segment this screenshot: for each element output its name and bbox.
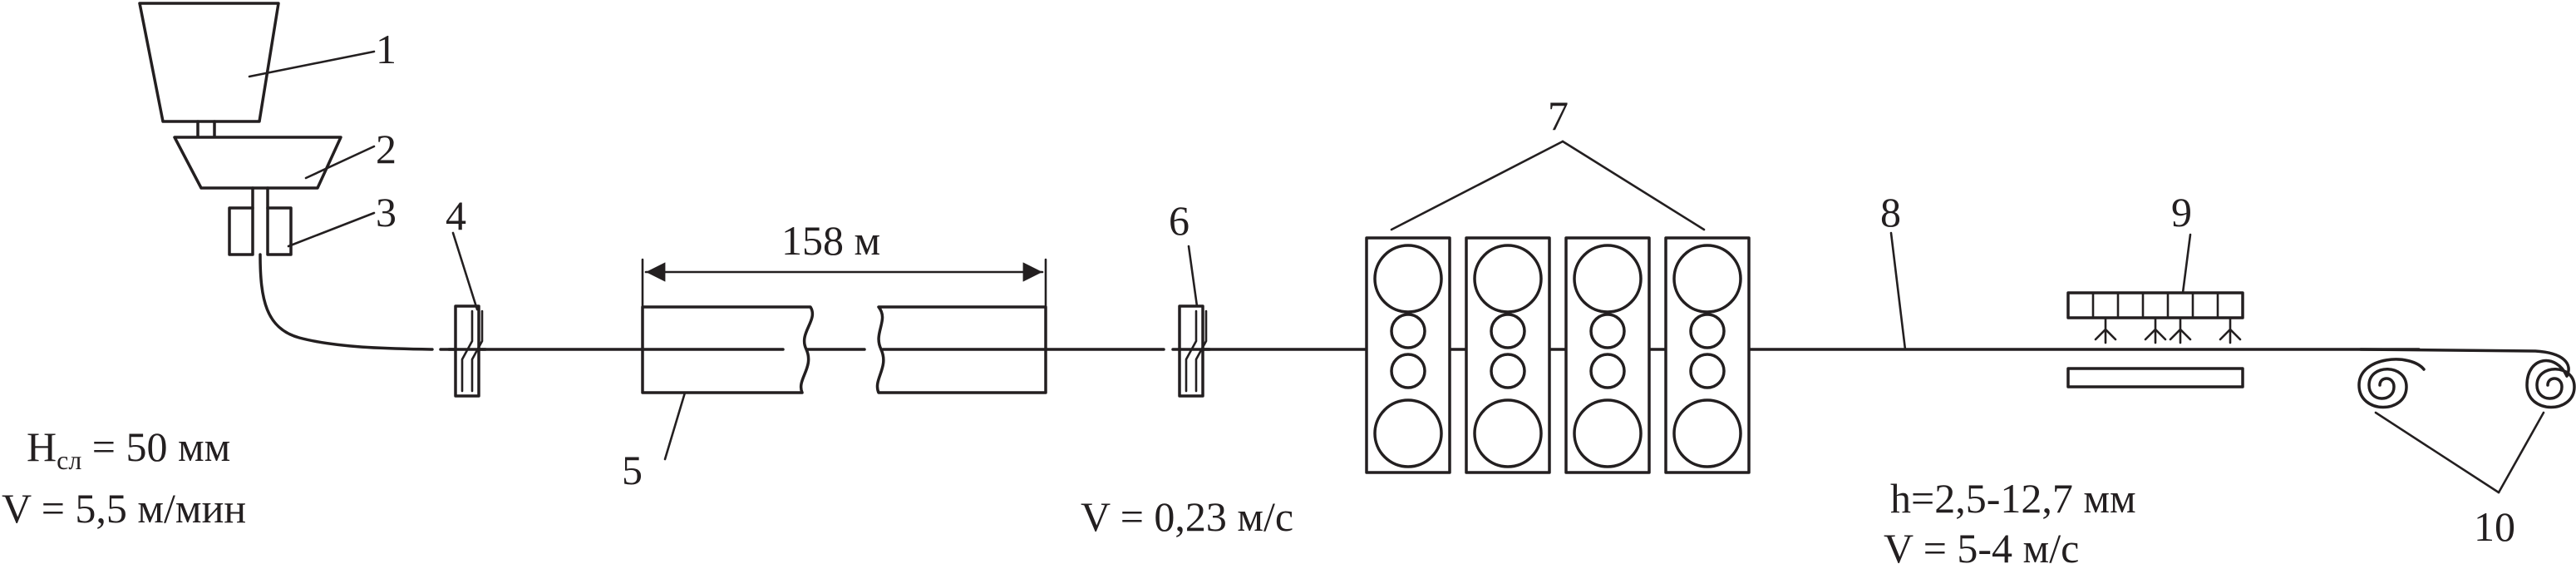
spray-nozzles	[2094, 316, 2242, 344]
shear-unit-6	[1171, 304, 1211, 398]
label-6: 6	[1169, 197, 1189, 244]
slab-thickness-subscript: сл	[57, 445, 81, 475]
label-1: 1	[376, 26, 396, 72]
rolling-stands-unit-7	[1365, 236, 1751, 474]
cooling-unit-9	[2066, 291, 2244, 388]
label-7: 7	[1548, 92, 1569, 139]
label-9: 9	[2171, 189, 2192, 235]
label-5: 5	[622, 447, 643, 493]
label-4: 4	[446, 192, 466, 239]
tundish-unit-2	[173, 136, 342, 210]
slab-thickness-value: = 50 мм	[81, 423, 230, 470]
rolling-stand	[1564, 236, 1651, 474]
leader-lines	[248, 50, 2545, 494]
mould-unit-3	[228, 206, 293, 256]
furnace-length-label: 158 м	[781, 217, 880, 264]
rolling-stand	[1465, 236, 1551, 474]
ladle-unit-1	[138, 2, 280, 138]
cast-strand	[259, 253, 434, 351]
label-10: 10	[2474, 503, 2515, 550]
slab-thickness-symbol: H	[27, 423, 57, 470]
mill-entry-speed-label: V = 0,23 м/с	[1081, 493, 1293, 540]
label-3: 3	[376, 189, 396, 235]
strip-speed-label: V = 5-4 м/с	[1884, 525, 2079, 569]
tunnel-furnace-unit-5	[641, 305, 1047, 394]
furnace-length-dimension	[641, 258, 1047, 309]
rolling-stand	[1664, 236, 1751, 474]
rolling-stand	[1365, 236, 1451, 474]
strip-thickness-label: h=2,5-12,7 мм	[1890, 475, 2136, 522]
slab-thickness-label: Hсл = 50 мм	[27, 423, 230, 475]
label-2: 2	[376, 126, 396, 172]
shear-unit-4	[447, 304, 487, 398]
label-8: 8	[1880, 189, 1901, 235]
coilers-unit-10	[2357, 358, 2576, 409]
caster-speed-label: V = 5,5 м/мин	[2, 485, 246, 532]
